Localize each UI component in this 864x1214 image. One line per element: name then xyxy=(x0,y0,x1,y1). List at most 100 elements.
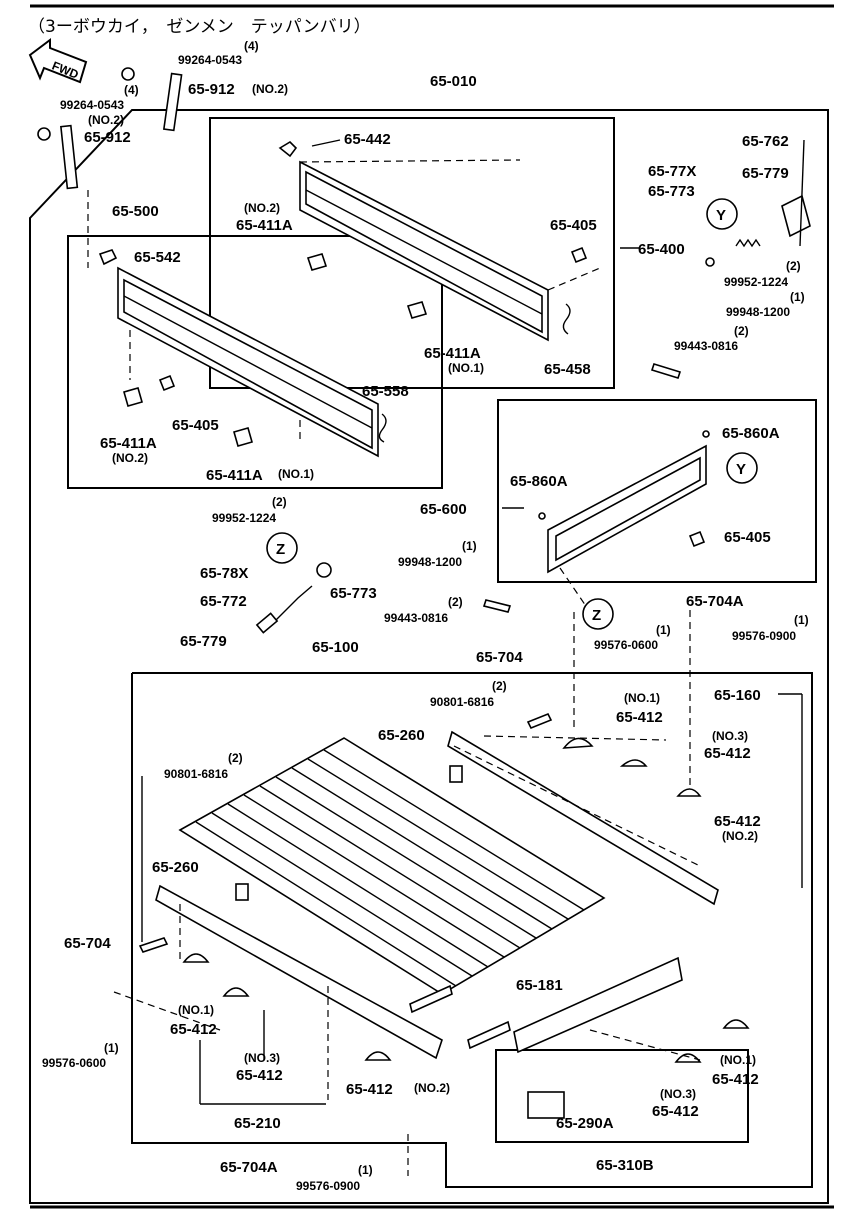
callout-z-left: Z xyxy=(266,532,298,564)
bracket-65-290a-icon xyxy=(527,1091,565,1119)
bracket-65-912-left-icon xyxy=(60,124,79,190)
label: 99576-0900 xyxy=(296,1179,360,1193)
frame-65-500 xyxy=(67,235,443,489)
plate-65-181-icon xyxy=(409,984,511,1050)
clip-65-405-right-icon xyxy=(688,530,706,548)
label: (1) xyxy=(358,1163,373,1177)
bolt-90801-left-icon xyxy=(138,937,169,953)
label: (NO.2) xyxy=(244,201,280,215)
label: 65-542 xyxy=(134,249,181,266)
label: (1) xyxy=(794,613,809,627)
rod-65-772-icon xyxy=(269,585,313,627)
label: 99948-1200 xyxy=(398,555,462,569)
frame-65-600 xyxy=(497,399,817,583)
label: (NO.2) xyxy=(88,113,124,127)
hook-65-558-icon xyxy=(378,413,387,443)
knob-65-779-icon xyxy=(255,612,279,634)
label: (NO.3) xyxy=(244,1051,280,1065)
label: 65-411A xyxy=(206,467,263,484)
label: (NO.3) xyxy=(660,1087,696,1101)
clip-65-411a-top-icon xyxy=(306,253,328,271)
label: (NO.2) xyxy=(112,451,148,465)
label: (NO.2) xyxy=(722,829,758,843)
part-65-100-floor xyxy=(178,737,606,995)
svg-text:Y: Y xyxy=(736,461,746,478)
label: (NO.1) xyxy=(178,1003,214,1017)
frame-65-310b xyxy=(495,1049,749,1143)
label: 65-704 xyxy=(64,935,111,952)
label: (NO.1) xyxy=(720,1053,756,1067)
label: 99952-1224 xyxy=(212,511,276,525)
svg-text:Z: Z xyxy=(276,541,285,558)
label: 65-412 xyxy=(652,1103,699,1120)
bolt-99443-top-icon xyxy=(650,363,682,379)
label: (NO.1) xyxy=(448,361,484,375)
label: (1) xyxy=(104,1041,119,1055)
label: 65-779 xyxy=(180,633,227,650)
assembly-frame-65-010 xyxy=(29,109,829,1204)
callout-z-right: Z xyxy=(582,598,614,630)
label: 65-400 xyxy=(638,241,685,258)
label: 99948-1200 xyxy=(726,305,790,319)
bolt-99443-mid-icon xyxy=(482,599,512,613)
clip-65-411a-left-icon xyxy=(123,387,143,407)
label: 65-458 xyxy=(544,361,591,378)
cover-65-412-icons xyxy=(182,737,750,1063)
label: 65-100 xyxy=(312,639,359,656)
label: 65-411A xyxy=(236,217,293,234)
label: 65-181 xyxy=(516,977,563,994)
clip-65-411a-bot-icon xyxy=(233,427,253,447)
label: 65-412 xyxy=(236,1067,283,1084)
hook-65-458-icon xyxy=(562,303,571,335)
diagram-title: （3ーボウカイ， ゼンメン テッパンバリ） xyxy=(28,17,371,37)
callout-y-top: Y xyxy=(706,198,738,230)
frame-65-400 xyxy=(209,117,615,389)
label: 65-411A xyxy=(424,345,481,362)
part-labels: (4) 99264-0543 (4) 65-912 (NO.2) 99264-0… xyxy=(42,39,809,1193)
label: (2) xyxy=(228,751,243,765)
label: 65-912 xyxy=(188,81,235,98)
latch-65-762-icon xyxy=(781,194,811,238)
clip-65-405-top-icon xyxy=(570,246,588,264)
pin-65-860a-left-icon xyxy=(538,512,546,520)
bracket-65-912-top-icon xyxy=(162,72,183,132)
callout-y-right: Y xyxy=(726,452,758,484)
label: 65-290A xyxy=(556,1115,614,1132)
label: 65-210 xyxy=(234,1115,281,1132)
label: 99576-0600 xyxy=(42,1056,106,1070)
label: 99264-0543 xyxy=(178,53,242,67)
label: (NO.2) xyxy=(252,82,288,96)
clip-65-405-left-icon xyxy=(158,374,176,392)
latch-65-78x-icon xyxy=(316,562,332,578)
pin-65-860a-right-icon xyxy=(702,430,710,438)
label: (1) xyxy=(656,623,671,637)
washer-99948-top-icon xyxy=(705,257,715,267)
label: 65-010 xyxy=(430,73,477,90)
label: 65-860A xyxy=(510,473,568,490)
frame-65-100 xyxy=(131,672,813,1188)
svg-text:Y: Y xyxy=(716,207,726,224)
label: 65-78X xyxy=(200,565,248,582)
label: (4) xyxy=(244,39,259,53)
label: (NO.3) xyxy=(712,729,748,743)
label: 65-773 xyxy=(648,183,695,200)
label: 99443-0816 xyxy=(384,611,448,625)
label: (NO.1) xyxy=(624,691,660,705)
label: 65-912 xyxy=(84,129,131,146)
label: 65-772 xyxy=(200,593,247,610)
label: (2) xyxy=(492,679,507,693)
rail-65-160 xyxy=(447,730,719,906)
label: 65-558 xyxy=(362,383,409,400)
label: 90801-6816 xyxy=(430,695,494,709)
label: 65-779 xyxy=(742,165,789,182)
label: 90801-6816 xyxy=(164,767,228,781)
floor-ribs xyxy=(195,749,585,987)
fwd-arrow-icon: FWD xyxy=(28,38,88,84)
label: 65-412 xyxy=(346,1081,393,1098)
label: 65-405 xyxy=(724,529,771,546)
label: (NO.1) xyxy=(278,467,314,481)
label: (2) xyxy=(734,324,749,338)
label: (2) xyxy=(786,259,801,273)
label: 65-310B xyxy=(596,1157,654,1174)
